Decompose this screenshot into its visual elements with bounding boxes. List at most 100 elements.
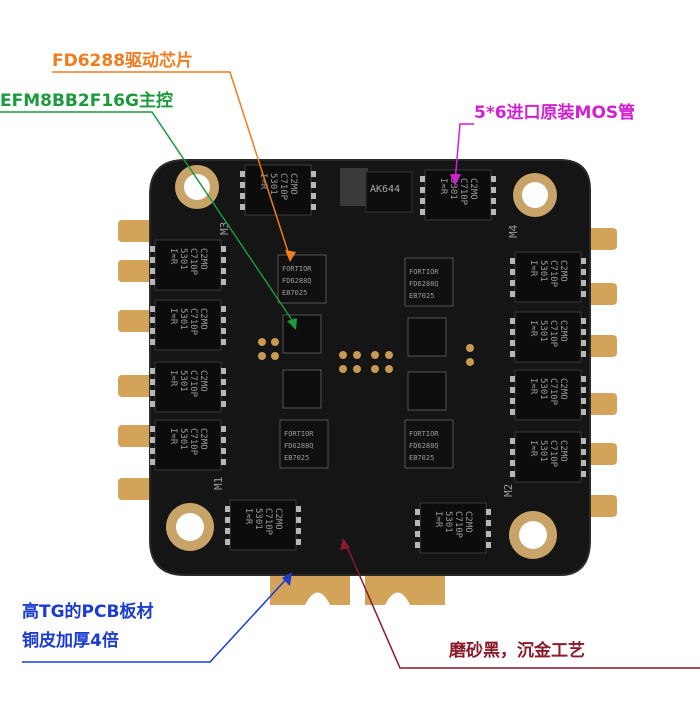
driver-chip: FORTIOR FD6288Q EB7025 [404,419,454,469]
mosfet-marking: I≈R [243,508,253,525]
mosfet-marking: 5301 [268,173,278,195]
motor-label-m4: M4 [507,224,520,238]
mosfet-marking: 5301 [538,320,548,342]
mosfet-marking: 5301 [538,260,548,282]
mosfet-marking: C710P [453,511,463,539]
finish-label: 磨砂黑，沉金工艺 [449,641,585,661]
mosfet-marking: C710P [548,378,558,406]
mosfet-marking: I≈R [528,320,538,337]
driver-marking: FD6288Q [409,442,439,450]
mosfet-marking: C2MO [198,428,208,450]
driver-marking: FD6288Q [409,280,439,288]
mosfet-marking: I≈R [168,428,178,445]
finish-arrow-head [340,538,350,550]
mosfet-marking: I≈R [168,248,178,265]
mosfet-marking: I≈R [168,370,178,387]
mosfet-marking: I≈R [528,378,538,395]
mosfet-marking: 5301 [178,428,188,450]
mosfet-marking: C2MO [288,173,298,195]
mosfet-marking: C710P [278,173,288,201]
mosfet-marking: C2MO [463,511,473,533]
driver-marking: EB7025 [409,454,434,462]
finish-leader [344,541,700,669]
main-controller-label: EFM8BB2F16G主控 [0,91,173,111]
mosfet-marking: C710P [188,370,198,398]
mosfet-marking: I≈R [438,178,448,195]
annotation-lines [0,71,700,669]
mosfet-label: 5*6进口原装MOS管 [474,103,636,123]
regulator-marking: AK644 [370,184,400,195]
mosfet-marking: I≈R [168,308,178,325]
driver-marking: FD6288Q [284,442,314,450]
mosfet-marking: C710P [548,260,558,288]
mosfet-marking: 5301 [178,248,188,270]
voltage-regulator: AK644 [340,168,413,213]
mosfet-marking: 5301 [538,440,548,462]
controller-arrow-head [287,318,297,330]
controller-leader [0,111,297,327]
mosfet-marking: C2MO [273,508,283,530]
mosfet-arrow-head [450,174,461,186]
controller-chip [407,371,447,411]
mosfet-marking: 5301 [448,178,458,200]
motor-label-m1: M1 [212,477,225,490]
driver-marking: EB7025 [282,289,307,297]
mosfet-leader [454,123,474,183]
driver-chip: FORTIOR FD6288Q EB7025 [279,419,329,469]
mosfet-marking: C710P [458,178,468,206]
pcb-arrow-head [282,572,292,586]
motor-label-m2: M2 [502,484,515,497]
mounting-holes [166,165,557,559]
mosfet-marking: 5301 [178,370,188,392]
mosfet-marking: 5301 [538,378,548,400]
mosfet-marking: C2MO [198,370,208,392]
driver-chip: FORTIOR FD6288Q EB7025 [277,254,327,304]
mosfet-marking: C710P [188,428,198,456]
driver-marking: EB7025 [409,292,434,300]
pcb-leader [22,574,291,663]
copper-thickness-label: 铜皮加厚4倍 [22,631,119,651]
driver-chip-leader [52,71,291,259]
mosfet-marking: I≈R [528,440,538,457]
mosfet-marking: I≈R [528,260,538,277]
driver-marking: FORTIOR [409,430,439,438]
pcb-material-label: 高TG的PCB板材 [22,602,154,622]
mosfet-marking: C2MO [558,320,568,342]
pcb-board [149,159,591,576]
mosfet-marking: 5301 [253,508,263,530]
driver-marking: EB7025 [284,454,309,462]
gold-vias [258,338,474,373]
mosfet-marking: C2MO [198,308,208,330]
driver-marking: FORTIOR [284,430,314,438]
driver-chip-label: FD6288驱动芯片 [52,51,194,71]
left-motor-pads [118,220,152,500]
mosfet-marking: I≈R [433,511,443,528]
mosfet-marking: C710P [263,508,273,536]
driver-marking: FORTIOR [409,268,439,276]
controller-chip [282,369,322,409]
mosfet-marking: C710P [548,320,558,348]
driver-marking: FORTIOR [282,265,312,273]
driver-marking: FD6288Q [282,277,312,285]
mosfet-marking: 5301 [178,308,188,330]
right-motor-pads [585,228,617,517]
mosfet-marking: C710P [188,308,198,336]
mosfet-marking: I≈R [258,173,268,190]
mosfet-marking: C710P [188,248,198,276]
mosfet-marking: 5301 [443,511,453,533]
controller-chip [407,317,447,357]
mosfet-marking: C710P [548,440,558,468]
driver-chip: FORTIOR FD6288Q EB7025 [404,257,454,307]
